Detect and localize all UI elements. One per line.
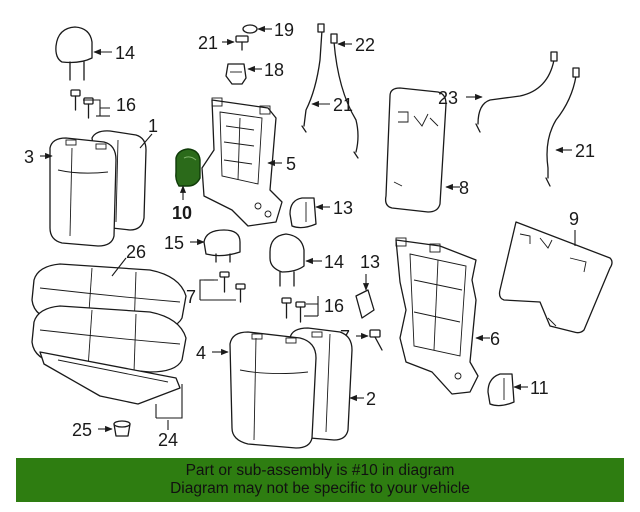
release-cable-part	[301, 23, 325, 133]
callout-label: 15	[164, 233, 184, 253]
callout-label: 26	[126, 242, 146, 262]
headrest-part	[269, 233, 305, 287]
headrest-part	[203, 229, 241, 263]
release-cable-part	[475, 51, 558, 133]
callout-label: 22	[355, 35, 375, 55]
guide-pin-part	[70, 89, 94, 119]
headrest-part	[55, 26, 93, 81]
seatback-frame-part	[201, 97, 283, 227]
callout-label: 9	[569, 209, 579, 229]
callout-label: 11	[530, 378, 549, 398]
hinge-cover-part	[289, 197, 317, 229]
callout-label: 24	[158, 430, 178, 450]
callout-label: 18	[264, 60, 284, 80]
callout-label-highlighted: 10	[172, 203, 192, 223]
callout-label: 19	[274, 20, 294, 40]
seatback-board-part	[498, 221, 613, 334]
callout-label: 1	[148, 116, 158, 136]
guide-pin-part	[219, 271, 246, 303]
seatback-frame-part	[395, 237, 479, 395]
clip-part	[113, 420, 131, 437]
seatback-cover-part	[49, 130, 147, 247]
seatback-board-part	[384, 87, 447, 213]
release-cable-part	[545, 67, 580, 187]
callout-label: 21	[198, 33, 218, 53]
parts-diagram: 14 16 1 3 21 19 18	[24, 20, 613, 450]
bracket-part	[225, 63, 247, 85]
callout-label: 14	[324, 252, 344, 272]
cap-part	[242, 24, 258, 34]
notice-line-part-number: Part or sub-assembly is #10 in diagram	[185, 462, 455, 479]
callout-label: 21	[333, 95, 353, 115]
bolt-part	[369, 329, 383, 351]
seatback-cover-part	[229, 327, 353, 449]
callout-label: 23	[438, 88, 458, 108]
fitment-notice-banner: Part or sub-assembly is #10 in diagram D…	[16, 458, 624, 502]
callout-label: 4	[196, 343, 206, 363]
latch-part	[355, 289, 375, 319]
callout-label: 2	[366, 389, 376, 409]
callout-label: 8	[459, 178, 469, 198]
callout-label: 14	[115, 43, 135, 63]
hinge-cover-part	[487, 373, 515, 407]
callout-label: 25	[72, 420, 92, 440]
highlighted-part-10	[175, 148, 201, 187]
release-cable-part	[330, 33, 359, 159]
notice-line-disclaimer: Diagram may not be specific to your vehi…	[170, 480, 470, 497]
callout-label: 3	[24, 147, 34, 167]
seat-cushion-part	[31, 263, 187, 405]
callout-label: 13	[360, 252, 380, 272]
callout-label: 5	[286, 154, 296, 174]
callout-label: 6	[490, 329, 500, 349]
callout-label: 16	[116, 95, 136, 115]
guide-pin-part	[281, 297, 306, 323]
bolt-part	[235, 35, 249, 51]
callout-label: 16	[324, 296, 344, 316]
callout-label: 13	[333, 198, 353, 218]
callout-label: 21	[575, 141, 595, 161]
